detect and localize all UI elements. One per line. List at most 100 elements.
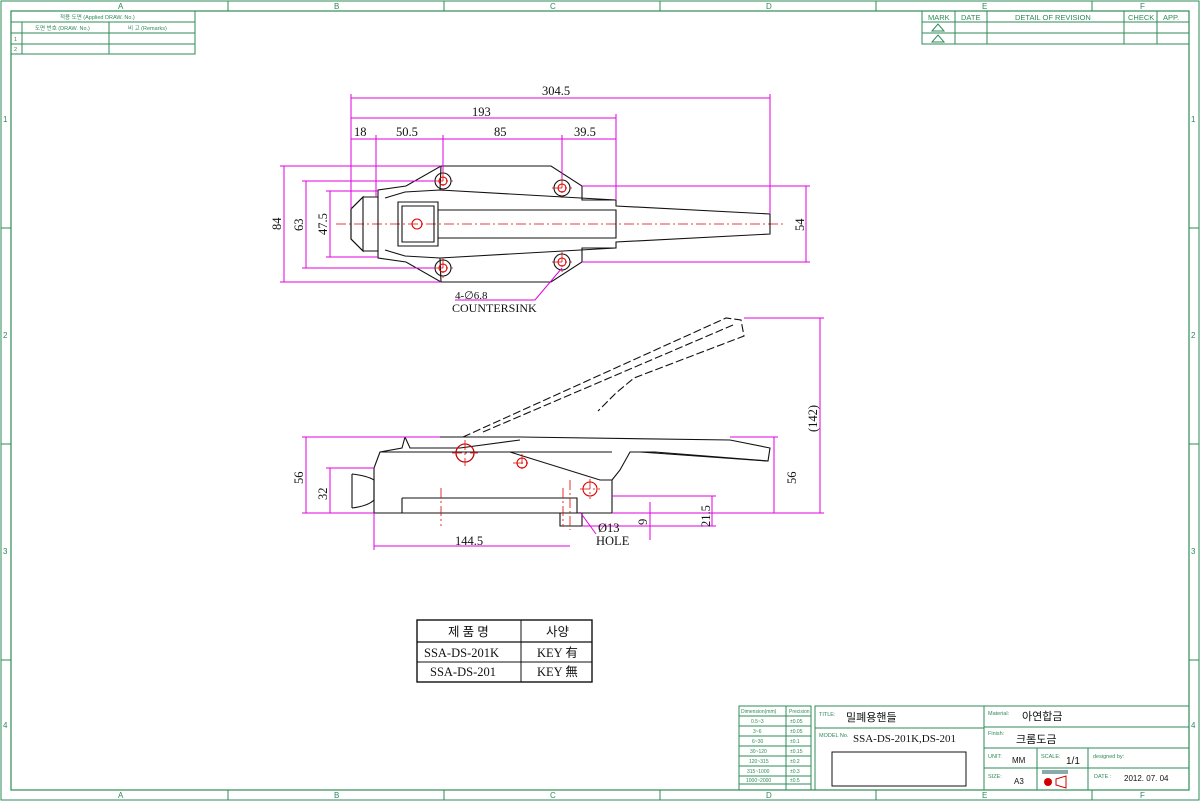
dim-142: (142) xyxy=(806,405,820,432)
row-number: 4 xyxy=(3,721,8,730)
material-value: 아연합금 xyxy=(1022,710,1062,723)
top-view xyxy=(336,165,784,283)
tol-range: 3~6 xyxy=(753,729,762,735)
date-label: DATE : xyxy=(1094,774,1112,780)
tol-value: ±0.15 xyxy=(790,749,803,755)
dim-39-5: 39.5 xyxy=(574,125,596,139)
dim-193: 193 xyxy=(472,105,491,119)
tol-range: 0.5~3 xyxy=(751,719,764,725)
title-block: TITLE: 밀폐용핸들 MODEL No. SSA-DS-201K,DS-20… xyxy=(814,705,1190,791)
model-label: MODEL No. xyxy=(819,733,849,739)
tol-header-precision: Precision xyxy=(789,709,810,715)
tol-value: ±0.5 xyxy=(790,778,800,784)
applied-table-header: 적용 도면 (Applied DRAW. No.) xyxy=(60,13,135,21)
revision-triangle-icon xyxy=(930,34,946,43)
tol-header-dimension: Dimension(mm) xyxy=(741,709,777,715)
revision-triangle-icon xyxy=(930,23,946,32)
dim-85: 85 xyxy=(494,125,507,139)
side-view-dimensions: (142) 56 32 56 21.5 9 144.5 Ø13 HOLE xyxy=(292,317,824,550)
size-value: A3 xyxy=(1014,777,1024,786)
dim-144-5: 144.5 xyxy=(455,534,483,548)
inner-frame xyxy=(10,10,1190,791)
top-view-dimensions: 304.5 193 18 50.5 85 39.5 84 63 47.5 54 … xyxy=(270,84,810,315)
spec-row-option: KEY 無 xyxy=(537,664,578,679)
col-letter-top: C xyxy=(550,2,556,11)
rev-header-detail: DETAIL OF REVISION xyxy=(1015,13,1091,22)
applied-table-row-num: 1 xyxy=(14,37,17,43)
row-number: 3 xyxy=(3,547,8,556)
unit-value: MM xyxy=(1012,756,1026,765)
tol-value: ±0.05 xyxy=(790,729,803,735)
dim-47-5: 47.5 xyxy=(316,213,330,235)
col-letter-top: D xyxy=(766,2,772,11)
row-number: 3 xyxy=(1191,547,1196,556)
projection-symbol-icon xyxy=(1042,770,1068,789)
column-letters: A B C D E F A B C D E F 1 2 3 4 1 2 3 4 xyxy=(3,2,1196,800)
spec-row-option: KEY 有 xyxy=(537,646,578,660)
finish-value: 크롬도금 xyxy=(1016,733,1056,746)
dim-84: 84 xyxy=(270,217,284,230)
dim-54: 54 xyxy=(793,218,807,231)
model-number: SSA-DS-201K,DS-201 xyxy=(853,733,956,745)
applied-table-row-num: 2 xyxy=(14,47,17,53)
tolerance-table: Dimension(mm) Precision 0.5~3 ±0.05 3~6 … xyxy=(738,705,812,791)
title-label: TITLE: xyxy=(819,712,836,718)
hole-label: HOLE xyxy=(596,534,630,548)
tol-value: ±0.2 xyxy=(790,759,800,765)
tol-range: 120~315 xyxy=(749,759,769,765)
unit-label: UNIT: xyxy=(988,754,1002,760)
row-number: 1 xyxy=(3,115,8,124)
col-letter-bottom: E xyxy=(982,791,987,800)
dim-56-right: 56 xyxy=(785,472,799,485)
rev-header-mark: MARK xyxy=(928,13,950,22)
rev-header-app: APP. xyxy=(1163,13,1179,22)
tol-range: 1000~2000 xyxy=(746,778,771,784)
material-label: Material: xyxy=(988,711,1010,717)
row-number: 2 xyxy=(3,331,8,340)
col-letter-bottom: A xyxy=(118,791,124,800)
tol-value: ±0.3 xyxy=(790,769,800,775)
designed-label: designed by: xyxy=(1093,754,1125,760)
tol-value: ±0.1 xyxy=(790,739,800,745)
hole-note: 4-∅6.8 xyxy=(455,290,488,302)
applied-table-col2: 비 고 (Remarks) xyxy=(128,24,167,32)
dim-overall: 304.5 xyxy=(542,84,570,98)
dim-50-5: 50.5 xyxy=(396,125,418,139)
rev-header-date: DATE xyxy=(961,13,980,22)
rev-header-check: CHECK xyxy=(1128,13,1154,22)
col-letter-top: A xyxy=(118,2,124,11)
scale-label: SCALE: xyxy=(1041,754,1061,760)
applied-drawing-table: 적용 도면 (Applied DRAW. No.) 도면 번호 (DRAW. N… xyxy=(10,10,196,55)
finish-label: Finish: xyxy=(988,731,1005,737)
dim-21-5: 21.5 xyxy=(699,505,713,527)
spec-header-product: 제 품 명 xyxy=(448,625,489,639)
applied-table-col1: 도면 번호 (DRAW. No.) xyxy=(35,24,90,32)
col-letter-bottom: B xyxy=(334,791,339,800)
scale-value: 1/1 xyxy=(1066,756,1080,767)
col-letter-top: E xyxy=(982,2,987,11)
spec-table: 제 품 명 사양 SSA-DS-201K KEY 有 SSA-DS-201 KE… xyxy=(416,619,593,683)
col-letter-top: F xyxy=(1140,2,1145,11)
col-letter-top: B xyxy=(334,2,339,11)
side-view xyxy=(351,317,771,530)
spec-header-spec: 사양 xyxy=(546,625,570,639)
dim-9: 9 xyxy=(636,519,650,525)
dim-63: 63 xyxy=(292,219,306,232)
dim-56-left: 56 xyxy=(292,472,306,485)
revision-table: MARK DATE DETAIL OF REVISION CHECK APP. xyxy=(921,10,1190,45)
size-label: SIZE: xyxy=(988,774,1002,780)
date-value: 2012. 07. 04 xyxy=(1124,774,1169,783)
col-letter-bottom: F xyxy=(1140,791,1145,800)
col-letter-bottom: C xyxy=(550,791,556,800)
hole-note-countersink: COUNTERSINK xyxy=(452,301,537,315)
spec-row-model: SSA-DS-201 xyxy=(430,665,496,679)
tol-value: ±0.05 xyxy=(790,719,803,725)
row-number: 4 xyxy=(1191,721,1196,730)
hole-diameter: Ø13 xyxy=(598,521,620,535)
row-number: 1 xyxy=(1191,115,1196,124)
tol-range: 30~120 xyxy=(750,749,767,755)
row-number: 2 xyxy=(1191,331,1196,340)
